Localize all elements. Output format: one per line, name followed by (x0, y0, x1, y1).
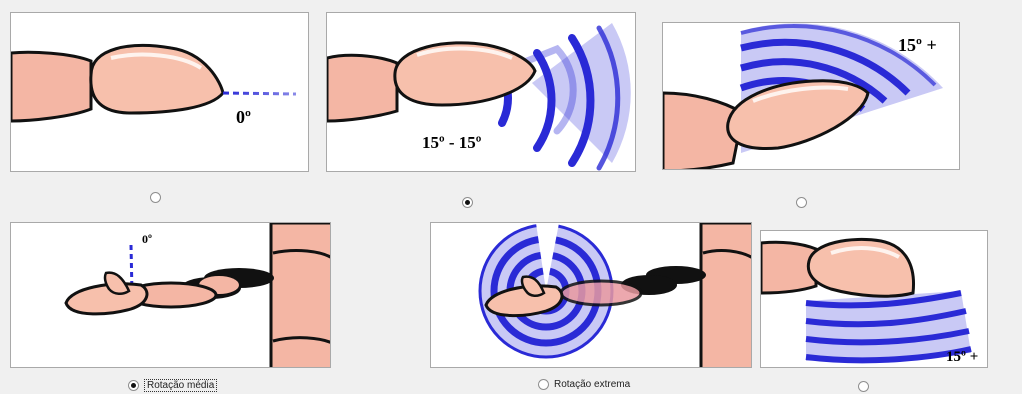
rotation-plus-panel[interactable]: 15º + (760, 230, 988, 368)
tilt-range-radio[interactable] (462, 197, 473, 208)
finger-tilt-0-panel[interactable]: 0º (10, 12, 309, 172)
rotation-extreme-label: Rotação extrema (554, 379, 630, 390)
rotation-plus-label: 15º + (946, 349, 978, 365)
rotation-medium-radio[interactable] (128, 380, 139, 391)
tilt-plus-label: 15º + (898, 35, 937, 55)
rotation-medium-option[interactable]: Rotação média (128, 379, 217, 392)
finger-tilt-range-panel[interactable]: 15º - 15º (326, 12, 636, 172)
rotation-extreme-panel[interactable] (430, 222, 752, 368)
rotation-medium-panel[interactable]: 0º (10, 222, 331, 368)
rotation-medium-0-label: 0º (142, 232, 152, 246)
tilt-range-label: 15º - 15º (422, 133, 482, 152)
tilt-0-label: 0º (236, 107, 251, 127)
rotation-plus-radio[interactable] (858, 381, 869, 392)
rotation-extreme-option[interactable]: Rotação extrema (538, 379, 630, 390)
rotation-medium-label: Rotação média (144, 379, 217, 392)
rotation-extreme-radio[interactable] (538, 379, 549, 390)
tilt-0-radio[interactable] (150, 192, 161, 203)
finger-tilt-plus-panel[interactable]: 15º + (662, 22, 960, 170)
tilt-plus-radio[interactable] (796, 197, 807, 208)
